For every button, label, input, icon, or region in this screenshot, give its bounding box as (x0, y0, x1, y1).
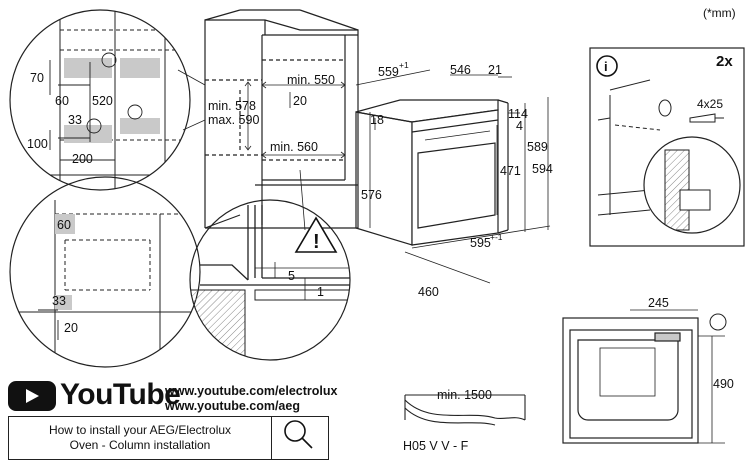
oven-546: 546 (450, 63, 471, 77)
oven-594: 594 (532, 162, 553, 176)
cabinet-min578: min. 578 (208, 99, 256, 113)
cable-length: min. 1500 (437, 388, 492, 402)
cabinet-min550: min. 550 (287, 73, 335, 87)
detail-circle-2 (9, 176, 201, 368)
oven-589: 589 (527, 140, 548, 154)
cutout-top (64, 58, 112, 78)
youtube-brand: YouTube (60, 378, 181, 411)
screw-hole (658, 99, 672, 117)
gap-5: 5 (288, 269, 295, 283)
side-view (562, 317, 699, 444)
detail-circle-3 (189, 199, 351, 361)
info-count: 2x (716, 53, 733, 70)
dim-33b: 33 (52, 294, 66, 308)
oven-4: 4 (516, 119, 523, 133)
detail-circle-1 (9, 9, 191, 191)
oven-460: 460 (418, 285, 439, 299)
unit-note: (*mm) (703, 6, 736, 20)
cabinet-min560: min. 560 (270, 140, 318, 154)
warning-icon: ! (294, 216, 338, 253)
oven-114: 114 (508, 107, 528, 121)
oven-576: 576 (361, 188, 382, 202)
oven-559: 559 (378, 65, 399, 79)
electric-icon (86, 118, 102, 134)
electric-icon (709, 313, 727, 331)
detail-top-left (10, 10, 190, 190)
oven-body (355, 99, 509, 246)
cable-drawing (404, 394, 526, 426)
svg-text:i: i (604, 59, 608, 74)
dim-60: 60 (55, 94, 69, 108)
youtube-url-aeg[interactable]: www.youtube.com/aeg (165, 399, 300, 413)
info-detail-circle (643, 136, 741, 234)
cutout-top-right (120, 58, 160, 78)
side-245: 245 (648, 296, 669, 310)
svg-text:!: ! (313, 231, 320, 253)
dim-520: 520 (92, 94, 113, 108)
howto-line-1: How to install your AEG/Electrolux (48, 423, 232, 437)
detail-mid-left (10, 200, 200, 360)
callout-lines (177, 69, 306, 231)
info-screw: 4x25 (697, 97, 723, 111)
cabinet-20: 20 (293, 94, 307, 108)
oven-595-sup: +-1 (490, 232, 503, 242)
search-icon (284, 420, 313, 449)
youtube-url-electrolux[interactable]: www.youtube.com/electrolux (165, 384, 338, 398)
howto-line-2: Oven - Column installation (69, 438, 211, 452)
info-icon: i (596, 55, 618, 77)
oven-559-sup: +1 (399, 60, 409, 70)
detail-gap (190, 205, 350, 360)
howto-search-box[interactable] (270, 416, 329, 460)
youtube-logo-icon (8, 381, 56, 411)
oven-595: 595 (470, 236, 491, 250)
dim-33: 33 (68, 113, 82, 127)
side-490: 490 (713, 377, 734, 391)
cutout-33 (55, 295, 72, 310)
cutout-bottom-right (120, 118, 160, 134)
cutout-bottom (64, 125, 112, 143)
dim-60b: 60 (57, 218, 71, 232)
screw-icon (689, 113, 724, 123)
info-drawing (597, 79, 661, 216)
howto-box: How to install your AEG/Electrolux Oven … (8, 416, 272, 460)
oven-21: 21 (488, 63, 502, 77)
gap-1: 1 (317, 285, 324, 299)
cable-type: H05 V V - F (403, 439, 469, 453)
cutout-60 (55, 214, 75, 234)
dim-70: 70 (30, 71, 44, 85)
dim-100: 100 (27, 137, 48, 151)
oven-18: 18 (370, 113, 384, 127)
dim-200: 200 (72, 152, 93, 166)
electric-icon (127, 104, 143, 120)
oven-471: 471 (500, 164, 521, 178)
cabinet-max590: max. 590 (208, 113, 259, 127)
electric-icon (101, 52, 117, 68)
column-cabinet (204, 9, 359, 229)
oven-dimension-lines (355, 69, 551, 284)
info-panel (589, 47, 745, 247)
cabinet-dimension-lines (244, 81, 346, 159)
dim-20b: 20 (64, 321, 78, 335)
